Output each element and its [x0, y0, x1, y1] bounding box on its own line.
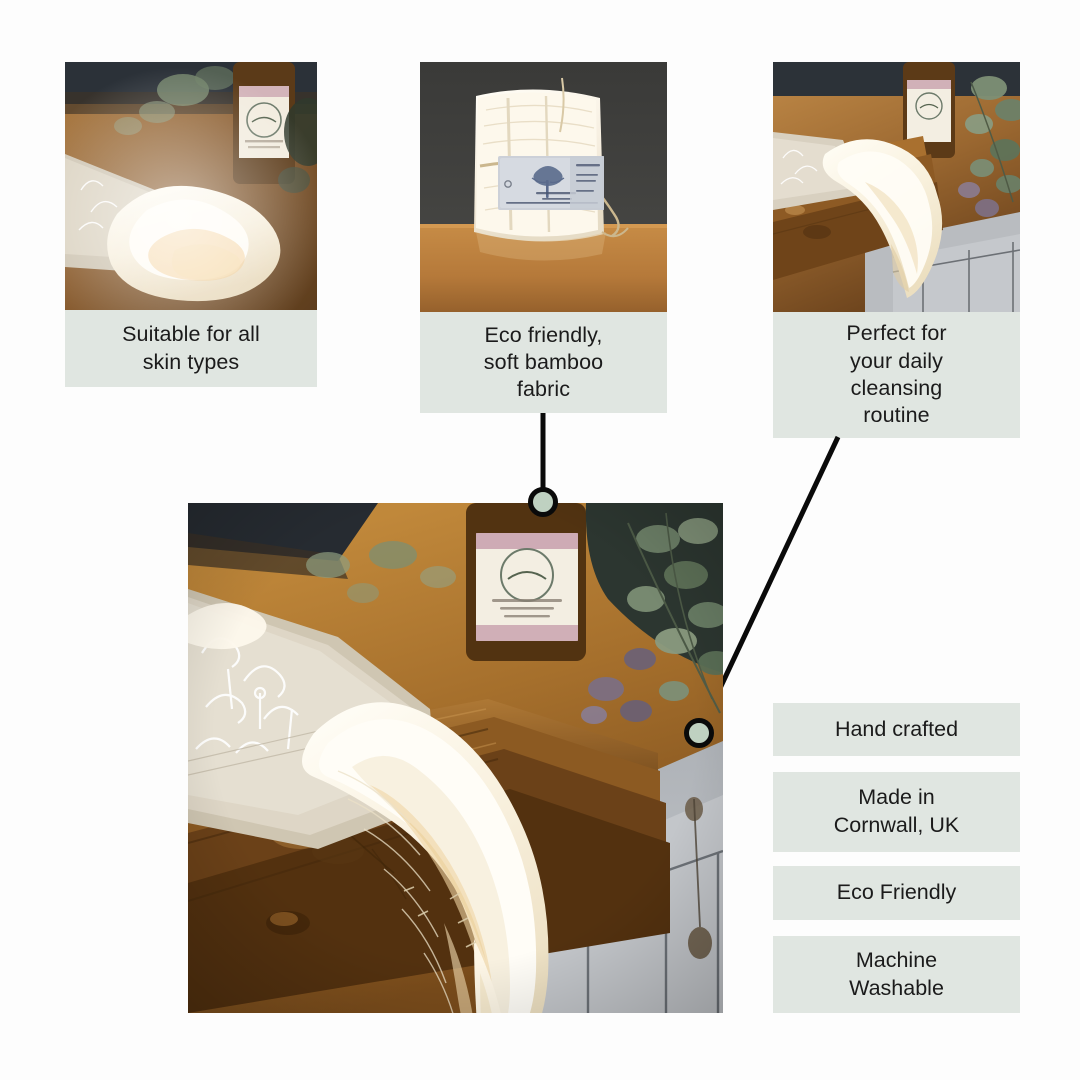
feature-photo-1 [65, 62, 317, 310]
feature-photo-2 [420, 62, 667, 312]
benefit-chip-eco-friendly: Eco Friendly [773, 866, 1020, 920]
hero-photo [188, 503, 723, 1013]
feature-caption-3: Perfect for your daily cleansing routine [773, 312, 1020, 438]
callout-dot-routine [684, 718, 714, 748]
benefit-chip-hand-crafted: Hand crafted [773, 703, 1020, 756]
feature-caption-2: Eco friendly, soft bamboo fabric [420, 312, 667, 413]
feature-caption-1: Suitable for all skin types [65, 310, 317, 387]
benefit-chip-made-in-cornwall: Made in Cornwall, UK [773, 772, 1020, 852]
feature-photo-3 [773, 62, 1020, 312]
callout-dot-fabric [528, 487, 558, 517]
benefit-chip-machine-washable: Machine Washable [773, 936, 1020, 1013]
